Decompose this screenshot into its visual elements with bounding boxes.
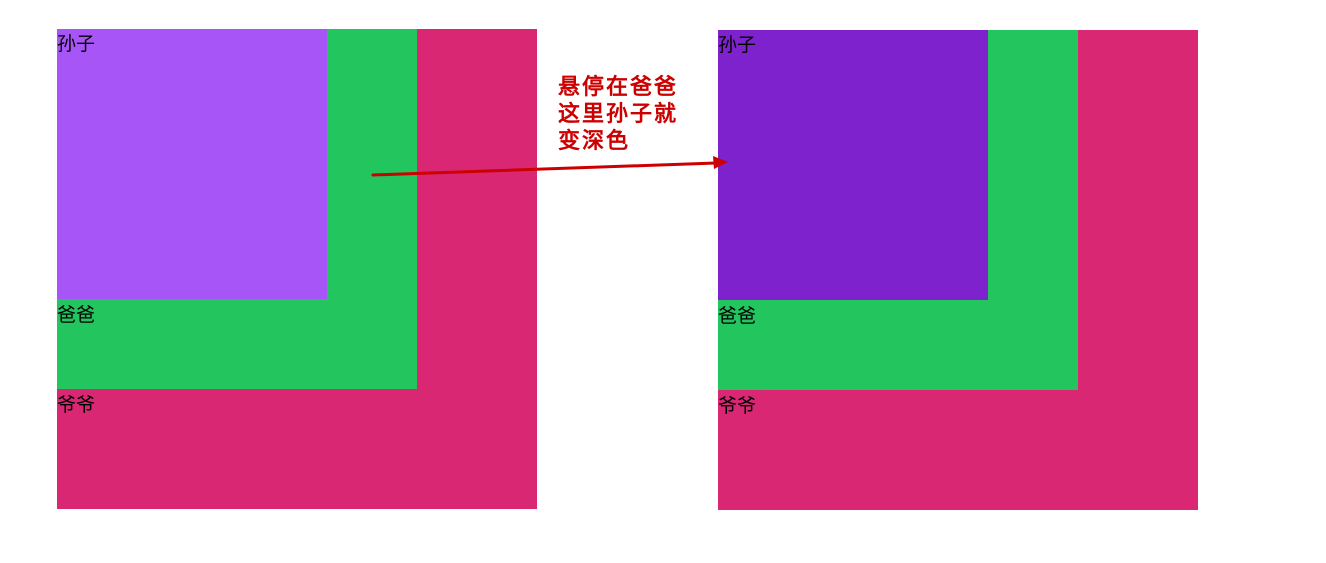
child-box-dark[interactable]: 孙子	[718, 30, 988, 300]
grandpa-box[interactable]: 孙子 爸爸 爷爷	[718, 30, 1198, 510]
father-box[interactable]: 孙子 爸爸	[57, 29, 417, 389]
child-label: 孙子	[57, 33, 96, 55]
child-label: 孙子	[718, 34, 757, 56]
father-box[interactable]: 孙子 爸爸	[718, 30, 1078, 390]
father-label: 爸爸	[718, 305, 757, 327]
grandpa-label: 爷爷	[57, 394, 96, 416]
left-panel-normal: 孙子 爸爸 爷爷	[57, 29, 537, 509]
child-box[interactable]: 孙子	[57, 29, 327, 299]
grandpa-label: 爷爷	[718, 395, 757, 417]
right-panel-hover: 孙子 爸爸 爷爷	[718, 30, 1198, 510]
father-label: 爸爸	[57, 304, 96, 326]
grandpa-box[interactable]: 孙子 爸爸 爷爷	[57, 29, 537, 509]
annotation-text: 悬停在爸爸 这里孙子就 变深色	[558, 74, 679, 154]
